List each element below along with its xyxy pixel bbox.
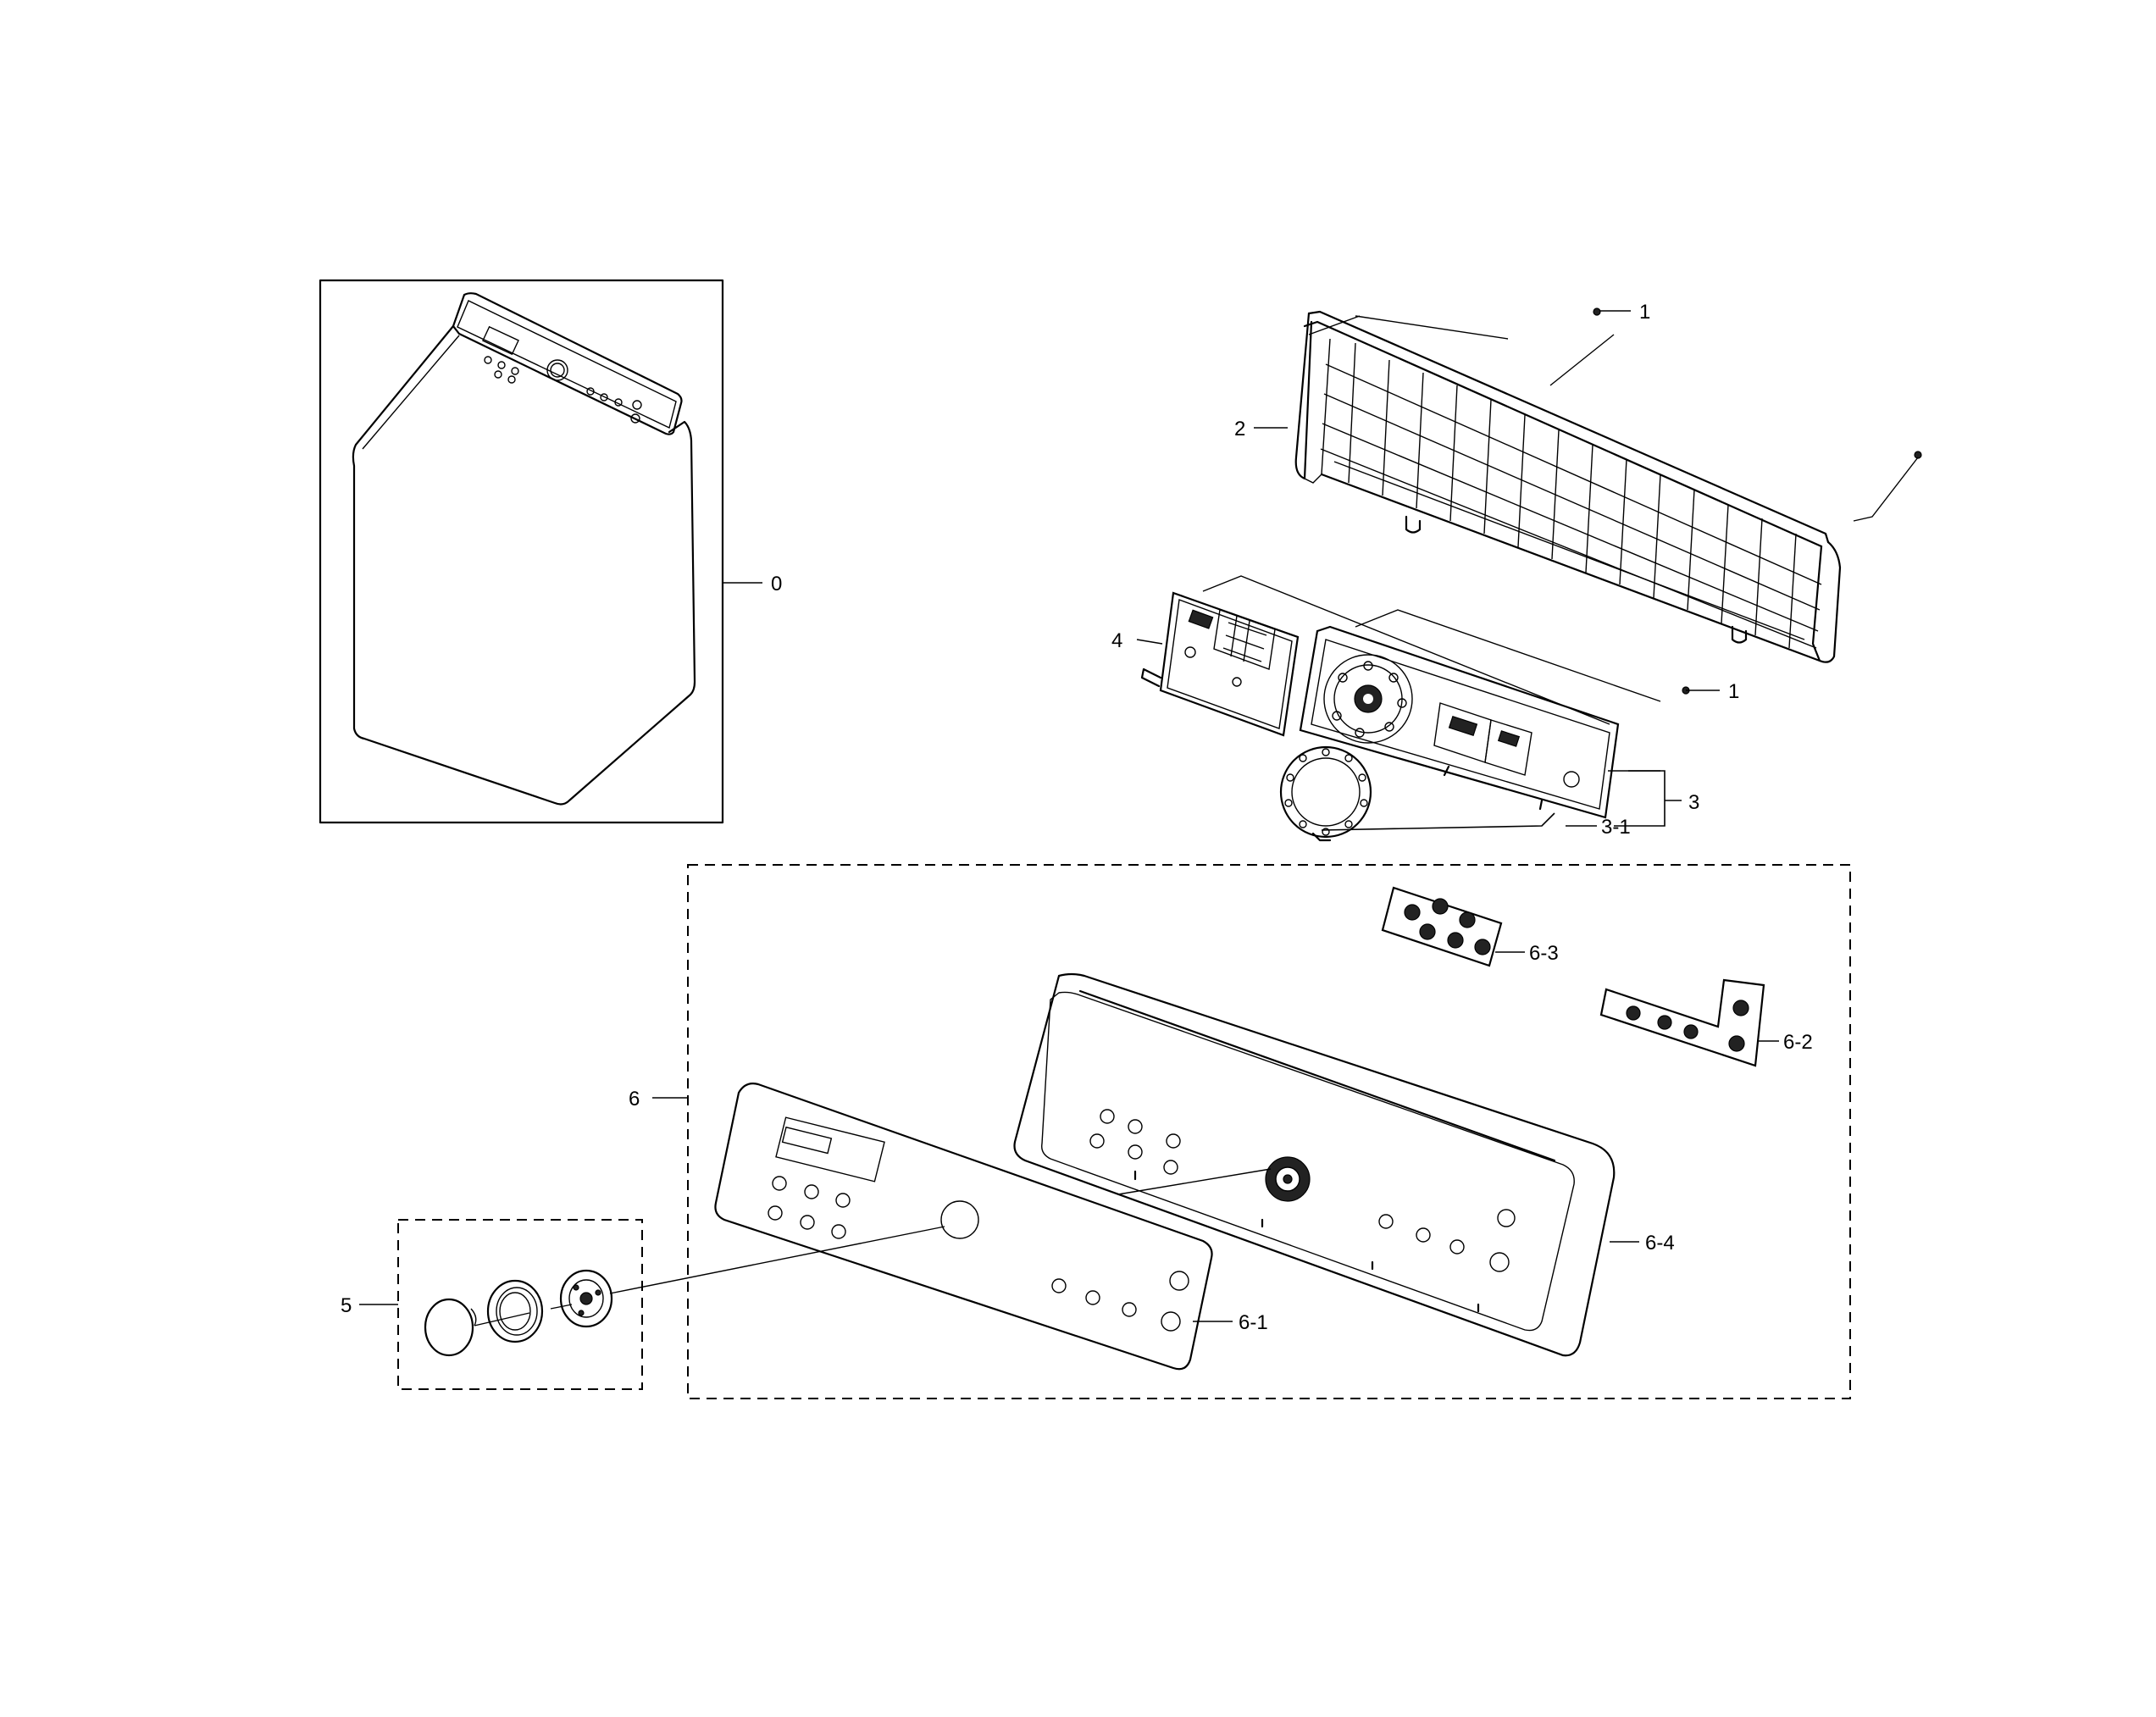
callout-3: 3 xyxy=(1688,791,1699,814)
callout-4: 4 xyxy=(1111,629,1122,652)
group-5-dashed-frame xyxy=(397,1219,643,1390)
key-pcb-6-2-part xyxy=(1599,978,1765,1067)
callout-5: 5 xyxy=(341,1294,352,1317)
callout-1-top: 1 xyxy=(1639,301,1650,324)
key-pcb-6-3-part xyxy=(1381,886,1503,967)
callout-6-3: 6-3 xyxy=(1529,942,1559,965)
control-panel-overlay-part xyxy=(714,1083,1213,1371)
screw-icon xyxy=(1593,307,1922,695)
callout-0: 0 xyxy=(771,573,782,595)
callout-6-4: 6-4 xyxy=(1645,1232,1675,1255)
group-6-dashed-frame xyxy=(687,864,1851,1399)
pcb-board-part xyxy=(1140,591,1300,737)
control-panel-housing-part xyxy=(1013,972,1616,1357)
callout-labels: 0 1 1 2 3 3-1 4 5 6 6-1 6-2 6-3 6-4 xyxy=(341,301,1813,1334)
callout-6-1: 6-1 xyxy=(1239,1311,1268,1334)
main-control-board-part xyxy=(1299,625,1620,819)
callout-3-1: 3-1 xyxy=(1601,816,1631,839)
callout-1-board: 1 xyxy=(1728,680,1739,703)
gasket-ring-part xyxy=(1279,745,1372,842)
knob-assembly-part xyxy=(424,1226,945,1357)
frame-grid xyxy=(1320,342,1822,649)
callout-2: 2 xyxy=(1234,418,1245,440)
callout-leaders xyxy=(359,310,1779,1322)
washer-assembly-box xyxy=(319,279,724,824)
panel-frame-part xyxy=(1294,310,1842,663)
callout-6-2: 6-2 xyxy=(1783,1031,1813,1054)
callout-6: 6 xyxy=(629,1088,640,1111)
